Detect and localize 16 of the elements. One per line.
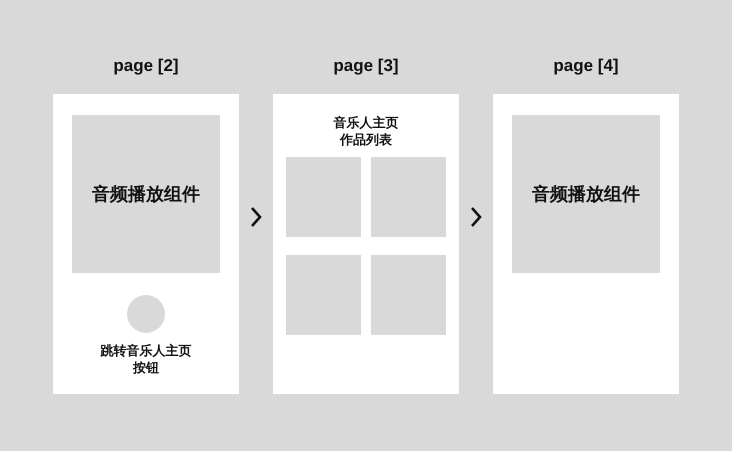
work-thumbnail: [371, 255, 446, 335]
player-panel: [72, 115, 220, 273]
button-caption: 跳转音乐人主页按钮: [100, 343, 192, 377]
player-panel: [512, 115, 660, 273]
chevron-arrow: [251, 207, 262, 227]
player-label: 音频播放组件: [92, 183, 200, 206]
screen-heading: 音乐人主页作品列表: [332, 115, 400, 149]
page-title: page [4]: [553, 56, 619, 76]
work-thumbnail: [286, 255, 361, 335]
page-title: page [3]: [333, 56, 399, 76]
work-thumbnail: [371, 157, 446, 237]
button-circle: [127, 295, 165, 333]
work-thumbnail: [286, 157, 361, 237]
player-label: 音频播放组件: [532, 183, 640, 206]
page-title: page [2]: [113, 56, 179, 76]
chevron-arrow: [471, 207, 482, 227]
